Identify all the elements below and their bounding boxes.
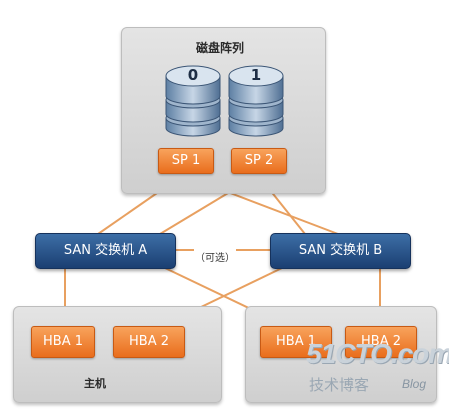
host2-hba2-box: HBA 2 — [345, 326, 417, 358]
disk-stack-1 — [228, 65, 284, 137]
disk-label-0: 0 — [187, 66, 199, 84]
disk-stack-0 — [165, 65, 221, 137]
host-title: 主机 — [84, 377, 106, 390]
san-switch-b: SAN 交换机 B — [270, 233, 411, 269]
watermark-logo: 51CTO.com — [306, 338, 449, 369]
sp1-box: SP 1 — [158, 148, 214, 174]
optional-label: （可选） — [194, 249, 236, 264]
disk-array-panel — [121, 27, 326, 194]
sp2-box: SP 2 — [231, 148, 287, 174]
host1-hba2-box: HBA 2 — [113, 326, 185, 358]
watermark-blog: Blog — [402, 377, 427, 391]
disk-label-1: 1 — [250, 66, 262, 84]
host1-hba1-box: HBA 1 — [31, 326, 95, 358]
host2-hba1-box: HBA 1 — [260, 326, 332, 358]
watermark-sub: 技术博客 — [309, 376, 370, 394]
disk-array-title: 磁盘阵列 — [196, 41, 245, 55]
san-switch-a: SAN 交换机 A — [35, 233, 176, 269]
